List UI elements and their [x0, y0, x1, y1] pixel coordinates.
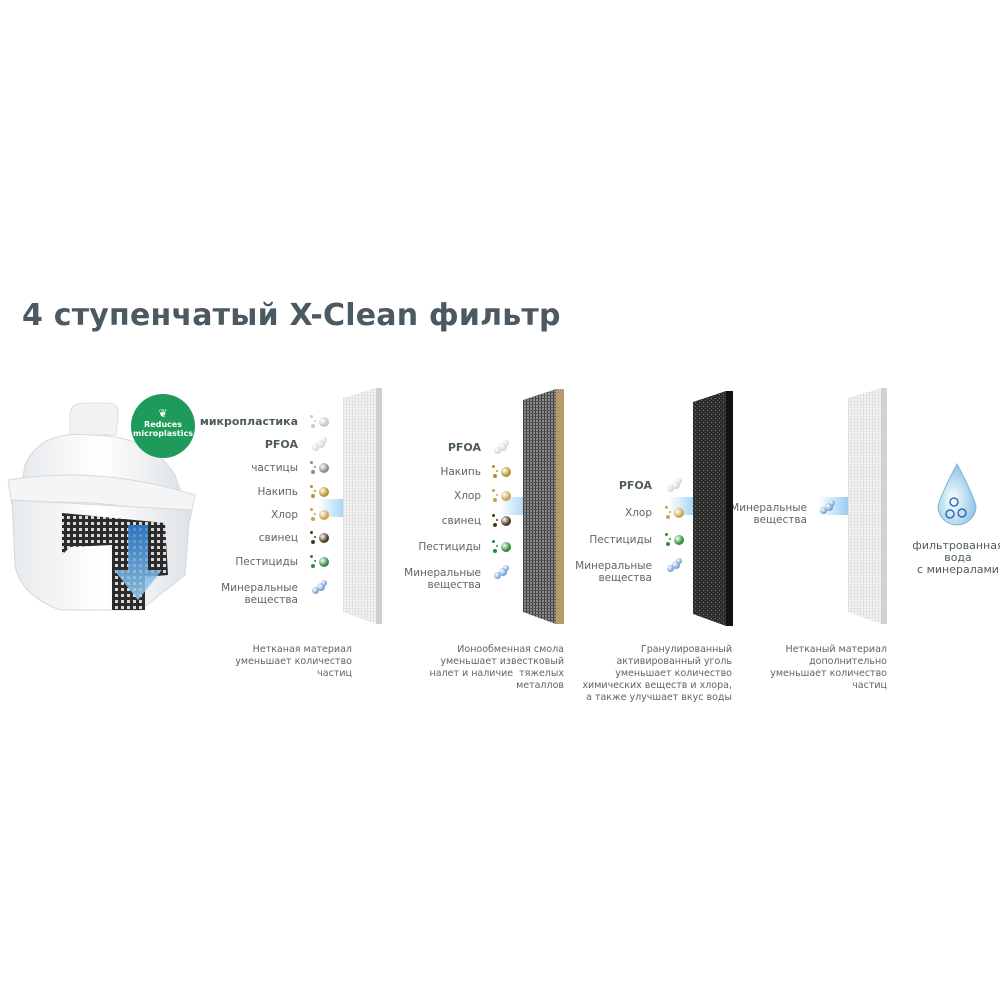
- stage-2-caption: Ионообменная смола уменьшает известковый…: [429, 644, 565, 691]
- stage-3-carbon-panel: [693, 391, 733, 626]
- contaminant-label: Хлор: [625, 507, 652, 519]
- badge-text-1: Reduces: [144, 420, 182, 429]
- minerals-particle-icon: [490, 565, 514, 581]
- badge-text-2: microplastics: [133, 429, 193, 438]
- contaminant-label: микропластика: [199, 415, 298, 428]
- contaminant-label: Минеральные вещества: [575, 560, 652, 584]
- minerals-particle-icon: [308, 580, 332, 596]
- contaminant-label: свинец: [258, 532, 298, 544]
- pfoa-particle-icon: [308, 437, 332, 453]
- pesticides-particle-icon: [663, 532, 687, 548]
- contaminant-label: Минеральные вещества: [730, 502, 807, 526]
- stage-1-nonwoven-panel: [343, 388, 382, 624]
- stage-2-ion-exchange-panel: [523, 389, 564, 624]
- chlorine-particle-icon: [490, 488, 514, 504]
- water-drop-icon: [937, 462, 977, 526]
- contaminant-label: Хлор: [271, 509, 298, 521]
- minerals-particle-icon: [816, 500, 840, 516]
- contaminant-label: PFOA: [618, 479, 652, 492]
- contaminant-label: PFOA: [264, 438, 298, 451]
- stage-4-nonwoven-panel: [848, 388, 887, 624]
- stage-3-caption: Гранулированный активированный уголь уме…: [582, 644, 732, 703]
- minerals-particle-icon: [663, 558, 687, 574]
- pfoa-particle-icon: [490, 440, 514, 456]
- contaminant-label: Минеральные вещества: [404, 567, 481, 591]
- stage-1-caption: Нетканая материал уменьшает количество ч…: [235, 644, 352, 679]
- filter-cartridge-image: [7, 402, 196, 611]
- lead-particle-icon: [490, 513, 514, 529]
- contaminant-label: Минеральные вещества: [221, 582, 298, 606]
- contaminant-label: Пестициды: [589, 534, 652, 546]
- contaminant-label: Пестициды: [418, 541, 481, 553]
- leaf-icon: ❦: [158, 407, 168, 420]
- contaminant-label: Хлор: [454, 490, 481, 502]
- scale-particle-icon: [490, 464, 514, 480]
- contaminant-label: Накипь: [440, 466, 481, 478]
- pesticides-particle-icon: [490, 539, 514, 555]
- scale-particle-icon: [308, 484, 332, 500]
- contaminant-label: Пестициды: [235, 556, 298, 568]
- particles-particle-icon: [308, 460, 332, 476]
- chlorine-particle-icon: [308, 507, 332, 523]
- micro-particle-icon: [308, 414, 332, 430]
- result-label: фильтрованная вода с минералами: [912, 539, 1000, 576]
- page-title: 4 ступенчатый X-Clean фильтр: [22, 298, 561, 333]
- stage-4-caption: Нетканый материал дополнительно уменьшае…: [770, 644, 887, 691]
- contaminant-label: свинец: [441, 515, 481, 527]
- lead-particle-icon: [308, 530, 332, 546]
- pfoa-particle-icon: [663, 478, 687, 494]
- pesticides-particle-icon: [308, 554, 332, 570]
- contaminant-label: Накипь: [257, 486, 298, 498]
- chlorine-particle-icon: [663, 505, 687, 521]
- reduces-microplastics-badge: ❦ Reduces microplastics: [131, 394, 195, 458]
- contaminant-label: PFOA: [447, 441, 481, 454]
- contaminant-label: частицы: [251, 462, 298, 474]
